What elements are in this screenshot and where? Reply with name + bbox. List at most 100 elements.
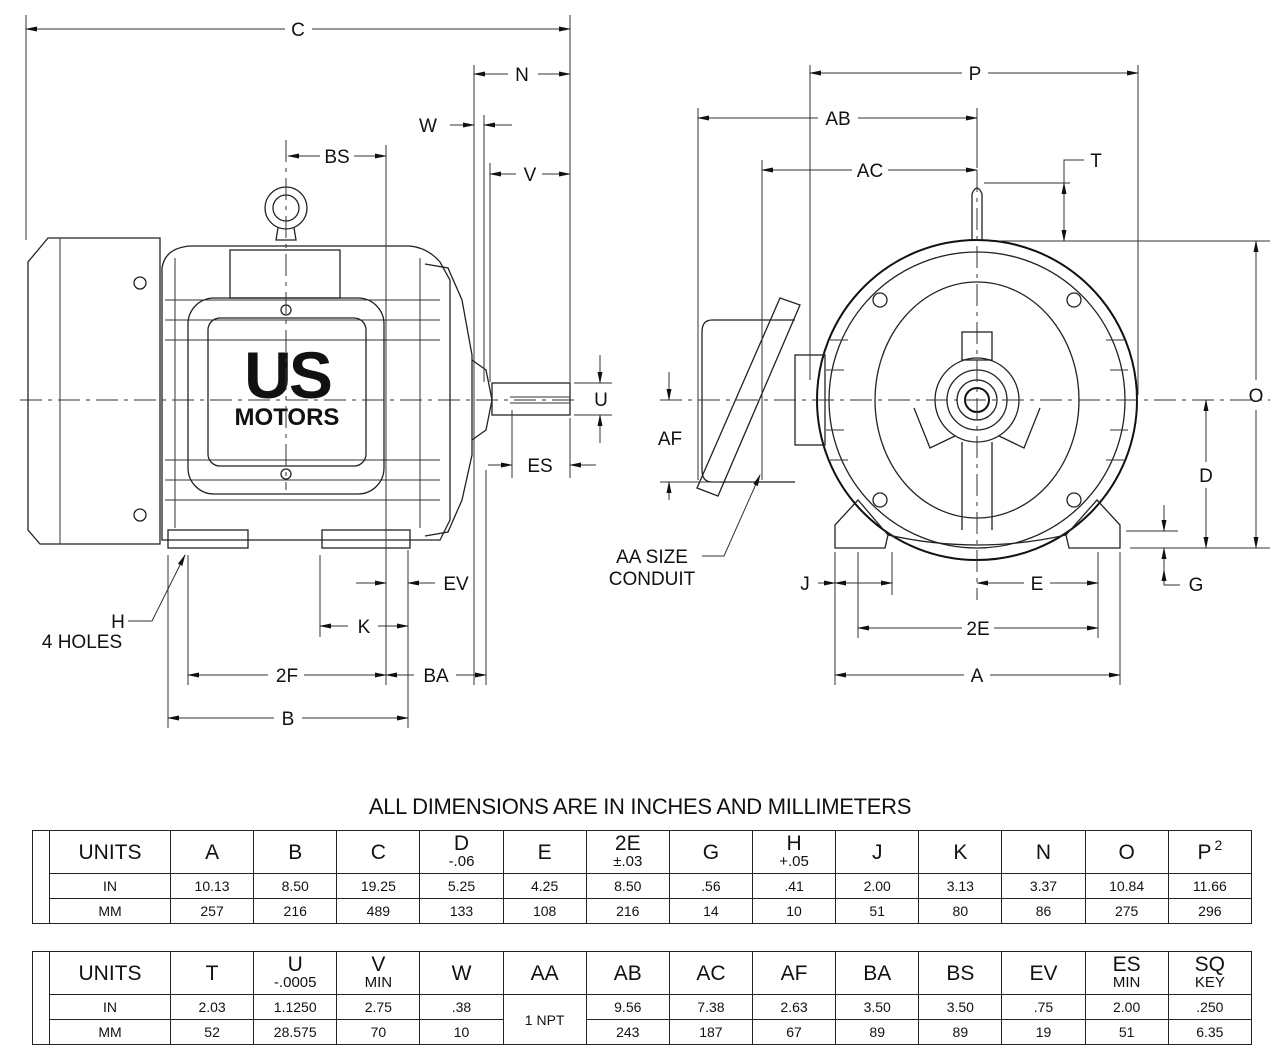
table1-cell-d-in: 5.25 — [419, 873, 504, 899]
fan-cover-bolt — [133, 276, 147, 290]
dim-label-h: H — [111, 612, 125, 633]
table2-row-label-mm: MM — [49, 1019, 171, 1045]
table2-cell-bs-in: 3.50 — [918, 994, 1003, 1020]
table1-cell-p-mm: 296 — [1167, 898, 1253, 924]
table1-cell-2e-mm: 216 — [585, 898, 670, 924]
cooling-fins — [165, 299, 440, 501]
dim-label-v: V — [524, 165, 537, 186]
table2-cell-ev-in: .75 — [1001, 994, 1086, 1020]
table1-cell-j-in: 2.00 — [835, 873, 920, 899]
table1-cell-p-in: 11.66 — [1167, 873, 1253, 899]
brand-logo-motors: MOTORS — [235, 404, 340, 431]
table2-header-aa: AA — [502, 951, 587, 995]
table2-cell-es-in: 2.00 — [1084, 994, 1169, 1020]
table2-cell-af-mm: 67 — [751, 1019, 837, 1045]
column-name: K — [953, 840, 968, 864]
dim-label-b: B — [282, 709, 295, 730]
end-view: P AB AC T O D G — [609, 64, 1270, 687]
column-name: N — [1035, 840, 1052, 864]
dim-label-j: J — [800, 574, 810, 595]
table1-stub — [32, 830, 50, 924]
table2-header-u: U-.0005 — [253, 951, 338, 995]
column-name: AA — [530, 961, 559, 985]
column-name: SQ — [1194, 953, 1226, 977]
table1-header-2e: 2E±.03 — [585, 830, 670, 874]
table2-cell-ab-mm: 243 — [585, 1019, 670, 1045]
table1-cell-c-in: 19.25 — [336, 873, 421, 899]
column-name: EV — [1029, 961, 1058, 985]
table2-header-ba: BA — [835, 951, 920, 995]
table1-cell-d-mm: 133 — [419, 898, 504, 924]
table2-cell-aa: 1 NPT — [502, 994, 587, 1045]
table2-cell-af-in: 2.63 — [751, 994, 837, 1020]
column-name: AF — [780, 961, 808, 985]
motor-frame — [161, 245, 451, 541]
brand-logo-us: US — [244, 338, 331, 412]
table1-header-b: B — [253, 830, 338, 874]
dim-label-ac: AC — [857, 161, 883, 182]
frame-bolt-bosses — [872, 292, 1082, 508]
table1-header-k: K — [918, 830, 1003, 874]
conduit-box — [229, 249, 341, 299]
table1-header-d: D-.06 — [419, 830, 504, 874]
table1-cell-n-mm: 86 — [1001, 898, 1086, 924]
motor-shaft — [491, 382, 571, 416]
table1-header-c: C — [336, 830, 421, 874]
table2-cell-sq-mm: 6.35 — [1167, 1019, 1253, 1045]
column-name: A — [205, 840, 220, 864]
column-name: P — [1197, 840, 1212, 864]
column-tolerance: ±.03 — [613, 853, 643, 871]
dim-label-ba: BA — [423, 666, 449, 687]
dim-label-ev: EV — [443, 574, 469, 595]
dim-label-n: N — [515, 65, 529, 86]
end-view-foot — [1065, 499, 1121, 549]
table1-cell-2e-in: 8.50 — [585, 873, 670, 899]
dim-label-p: P — [969, 64, 982, 85]
table2-cell-es-mm: 51 — [1084, 1019, 1169, 1045]
column-tolerance: MIN — [1112, 974, 1141, 992]
table1-cell-e-in: 4.25 — [502, 873, 587, 899]
column-tolerance: -.06 — [448, 853, 475, 871]
table2-cell-v-in: 2.75 — [336, 994, 421, 1020]
table2-cell-t-mm: 52 — [169, 1019, 255, 1045]
table2-cell-ab-in: 9.56 — [585, 994, 670, 1020]
column-name: C — [370, 840, 386, 864]
fan-cover — [27, 237, 161, 545]
column-tolerance: -.0005 — [273, 974, 317, 992]
table2-units-header: UNITS — [49, 951, 171, 995]
column-tolerance: +.05 — [779, 853, 809, 871]
table1-row-label-mm: MM — [49, 898, 171, 924]
column-name: AB — [613, 961, 642, 985]
mounting-foot — [167, 529, 249, 549]
dim-label-a: A — [971, 666, 984, 687]
table-title: ALL DIMENSIONS ARE IN INCHES AND MILLIME… — [368, 794, 912, 819]
table1-units-header: UNITS — [49, 830, 171, 874]
column-name: J — [871, 840, 883, 864]
end-view-foot — [834, 499, 889, 549]
dim-label-ab: AB — [825, 109, 850, 130]
table1-header-g: G — [668, 830, 753, 874]
dim-label-aa-size: AA SIZE — [616, 547, 688, 568]
table2-cell-ac-mm: 187 — [668, 1019, 753, 1045]
table2-header-ab: AB — [585, 951, 670, 995]
table2-header-af: AF — [751, 951, 837, 995]
table1-header-e: E — [502, 830, 587, 874]
table2-cell-ba-mm: 89 — [835, 1019, 920, 1045]
table1-cell-o-mm: 275 — [1084, 898, 1169, 924]
table2-header-ev: EV — [1001, 951, 1086, 995]
table2-cell-u-mm: 28.575 — [253, 1019, 338, 1045]
dim-label-w: W — [419, 116, 437, 137]
table1-cell-k-mm: 80 — [918, 898, 1003, 924]
column-name: 2E — [614, 832, 641, 856]
dim-label-2e: 2E — [966, 619, 989, 640]
dim-label-t: T — [1090, 151, 1102, 172]
table2-cell-ac-in: 7.38 — [668, 994, 753, 1020]
dim-label-o: O — [1249, 386, 1264, 407]
table1-cell-k-in: 3.13 — [918, 873, 1003, 899]
